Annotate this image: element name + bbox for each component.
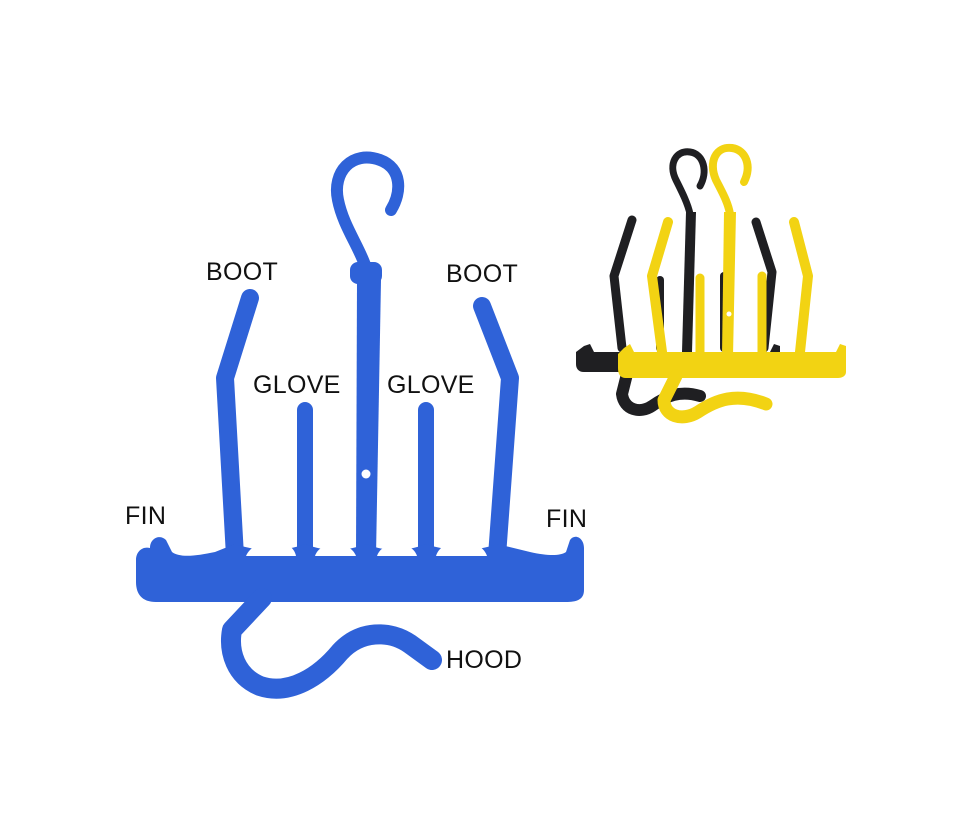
black-spine	[682, 212, 696, 352]
yellow-spine-hole	[726, 311, 732, 317]
blue-scallop	[436, 541, 487, 556]
boot-left-label: BOOT	[206, 258, 279, 286]
blue-scallop	[246, 541, 296, 556]
yellow-hood-hook	[657, 369, 773, 424]
blue-left-boot-arm	[216, 289, 259, 565]
blue-collar	[350, 262, 382, 284]
glove-left-label: GLOVE	[253, 371, 341, 399]
hood-label: HOOD	[446, 646, 523, 674]
blue-hanger	[136, 151, 584, 699]
blue-scallop	[377, 544, 417, 556]
black-hood-hook	[616, 364, 706, 416]
yellow-left-boot-arm	[647, 217, 673, 357]
blue-hood-hook	[221, 588, 442, 699]
yellow-base-bar	[618, 344, 846, 378]
yellow-right-boot-arm	[789, 217, 813, 357]
spine-hole	[361, 469, 371, 479]
blue-scallop	[315, 544, 356, 556]
fin-right-label: FIN	[546, 505, 588, 533]
glove-right-label: GLOVE	[387, 371, 475, 399]
blue-base-bar	[136, 536, 584, 602]
black-hook	[669, 148, 708, 218]
yellow-hook	[708, 143, 752, 218]
blue-hook	[330, 151, 405, 271]
fin-left-label: FIN	[125, 502, 167, 530]
black-right-boot-arm	[751, 217, 777, 353]
blue-right-boot-arm	[473, 297, 519, 565]
black-left-boot-arm	[609, 215, 637, 353]
yellow-hanger	[618, 143, 846, 424]
blue-spine	[356, 280, 381, 556]
yellow-spine	[722, 212, 736, 356]
boot-right-label: BOOT	[446, 260, 519, 288]
